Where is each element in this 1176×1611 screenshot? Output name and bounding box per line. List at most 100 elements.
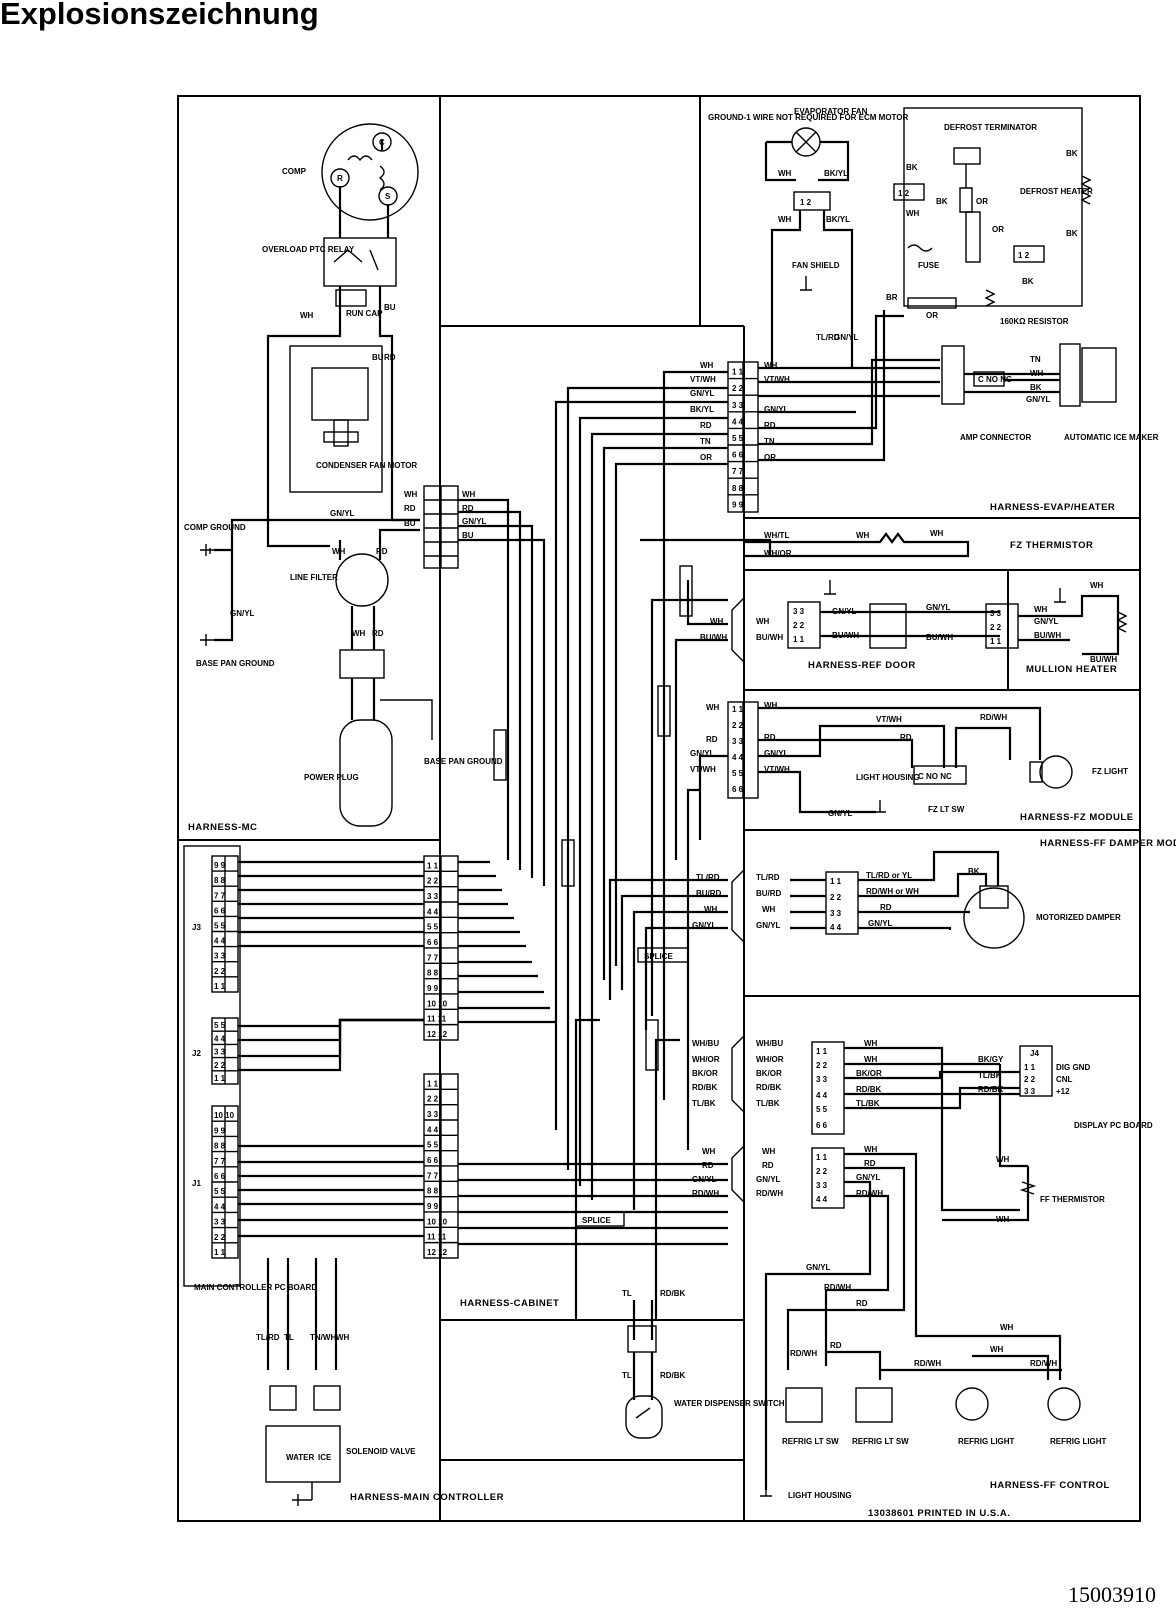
svg-text:BU/WH: BU/WH	[926, 633, 953, 642]
svg-text:BK: BK	[1066, 149, 1078, 158]
svg-text:RD: RD	[880, 903, 892, 912]
svg-text:WH: WH	[756, 617, 770, 626]
svg-text:1 1: 1 1	[990, 637, 1002, 646]
svg-text:GN/YL: GN/YL	[690, 749, 715, 758]
run-cap-label: RUN CAP	[346, 309, 383, 318]
svg-text:WH/TL: WH/TL	[764, 531, 789, 540]
amp-connector-label: AMP CONNECTOR	[960, 433, 1031, 442]
cnl-label: CNL	[1056, 1075, 1073, 1084]
evap-pin: 1 1	[732, 368, 744, 377]
svg-text:WH: WH	[906, 209, 920, 218]
mc-pin: 1 1	[214, 1248, 226, 1257]
cab-top-pin: 5 5	[427, 923, 439, 932]
svg-text:TN: TN	[764, 437, 775, 446]
cab-top-pin: 8 8	[427, 969, 439, 978]
mc-pin: 6 6	[214, 906, 226, 915]
svg-text:RD: RD	[376, 547, 388, 556]
cab-top-pin: 6 6	[427, 938, 439, 947]
svg-text:GN/YL: GN/YL	[834, 333, 859, 342]
svg-text:GN/YL: GN/YL	[330, 509, 355, 518]
evap-pin: 2 2	[732, 384, 744, 393]
svg-text:RD: RD	[372, 629, 384, 638]
svg-text:1 1: 1 1	[793, 635, 805, 644]
svg-text:RD/WH: RD/WH	[756, 1189, 783, 1198]
fz-thermistor-area: WH/TL WH/OR WH WH	[744, 529, 970, 558]
mc-pin: 8 8	[214, 876, 226, 885]
svg-text:RD/BK: RD/BK	[660, 1289, 686, 1298]
display-pc-area: WH/BU WH/OR BK/OR RD/BK TL/BK WH/BU WH/O…	[692, 1035, 1153, 1224]
svg-text:VT/WH: VT/WH	[764, 765, 790, 774]
svg-text:2 2: 2 2	[793, 621, 805, 630]
evaporator-fan-label: EVAPORATOR FAN	[794, 107, 868, 116]
splice-3-icon	[657, 685, 671, 737]
ff-thermistor-label: FF THERMISTOR	[1040, 1195, 1105, 1204]
svg-text:TL/RD: TL/RD	[816, 333, 840, 342]
refrig-lt-sw-1-icon	[785, 1387, 823, 1423]
svg-text:TL: TL	[622, 1289, 632, 1298]
solenoid-valve-label: SOLENOID VALVE	[346, 1447, 416, 1456]
splice-label-2: SPLICE	[582, 1216, 612, 1225]
mc-pin: 4 4	[214, 1202, 226, 1211]
line-filter-label: LINE FILTER	[290, 573, 338, 582]
svg-text:4 4: 4 4	[816, 1091, 828, 1100]
svg-text:BK/OR: BK/OR	[856, 1069, 882, 1078]
doc-number: 15003910	[1068, 1582, 1156, 1607]
svg-text:WH: WH	[762, 1147, 776, 1156]
svg-text:GN/YL: GN/YL	[764, 405, 789, 414]
splice-1-icon	[493, 729, 507, 781]
svg-text:4 4: 4 4	[816, 1195, 828, 1204]
svg-text:GN/YL: GN/YL	[1026, 395, 1051, 404]
svg-text:BK/YL: BK/YL	[826, 215, 850, 224]
svg-text:WH: WH	[462, 490, 476, 499]
evap-pin: 6 6	[732, 451, 744, 460]
svg-text:RD/WH: RD/WH	[914, 1359, 941, 1368]
svg-text:1 2: 1 2	[1018, 251, 1030, 260]
power-plug-label: POWER PLUG	[304, 773, 359, 782]
svg-text:S: S	[385, 192, 391, 201]
svg-text:BK/GY: BK/GY	[978, 1055, 1004, 1064]
plus12-label: +12	[1056, 1087, 1070, 1096]
run-cap-icon	[335, 289, 367, 307]
svg-text:BK: BK	[1066, 229, 1078, 238]
svg-text:J4: J4	[1030, 1049, 1039, 1058]
mc-pin: 8 8	[214, 1142, 226, 1151]
svg-text:2 2: 2 2	[816, 1061, 828, 1070]
cab-bottom-pin: 9 9	[427, 1202, 439, 1211]
svg-text:RD: RD	[764, 421, 776, 430]
ref-door-area: 3 3 2 2 1 1 GN/YL BU/WH GN/YL BU/WH 3 3 …	[700, 580, 1128, 664]
defrost-terminator-icon	[953, 147, 981, 165]
svg-text:R: R	[337, 174, 343, 183]
svg-text:3 3: 3 3	[793, 607, 805, 616]
svg-text:VT/WH: VT/WH	[690, 765, 716, 774]
j3-label: J3	[192, 923, 201, 932]
evap-pin: 9 9	[732, 500, 744, 509]
svg-text:5 5: 5 5	[732, 769, 744, 778]
svg-text:6 6: 6 6	[732, 785, 744, 794]
compressor-assembly: R C S COMP OVERLOAD PTC RELAY RUN CAP WH…	[184, 123, 503, 827]
j2-label: J2	[192, 1049, 201, 1058]
ice-label: ICE	[318, 1453, 332, 1462]
svg-text:BU/WH: BU/WH	[1090, 655, 1117, 664]
svg-text:BK: BK	[906, 163, 918, 172]
svg-text:WH: WH	[1000, 1323, 1014, 1332]
svg-text:3 3: 3 3	[816, 1075, 828, 1084]
splice-7-icon	[575, 1211, 625, 1227]
refrig-light-2-icon	[1047, 1387, 1081, 1421]
svg-text:4 4: 4 4	[732, 753, 744, 762]
svg-text:2 2: 2 2	[830, 893, 842, 902]
mc-pin: 1 1	[214, 1074, 226, 1083]
svg-text:WH: WH	[404, 490, 418, 499]
svg-text:WH: WH	[1034, 605, 1048, 614]
svg-text:TL/RD: TL/RD	[256, 1333, 280, 1342]
svg-text:RD: RD	[700, 421, 712, 430]
mc-pin: 3 3	[214, 1218, 226, 1227]
svg-text:GN/YL: GN/YL	[756, 1175, 781, 1184]
svg-text:WH: WH	[764, 361, 778, 370]
svg-text:TL/RD: TL/RD	[696, 873, 720, 882]
svg-text:3 3: 3 3	[1024, 1087, 1036, 1096]
svg-text:BU/WH: BU/WH	[700, 633, 727, 642]
svg-text:TL: TL	[284, 1333, 294, 1342]
base-pan-ground-2-label: BASE PAN GROUND	[424, 757, 503, 766]
j1-label: J1	[192, 1179, 201, 1188]
